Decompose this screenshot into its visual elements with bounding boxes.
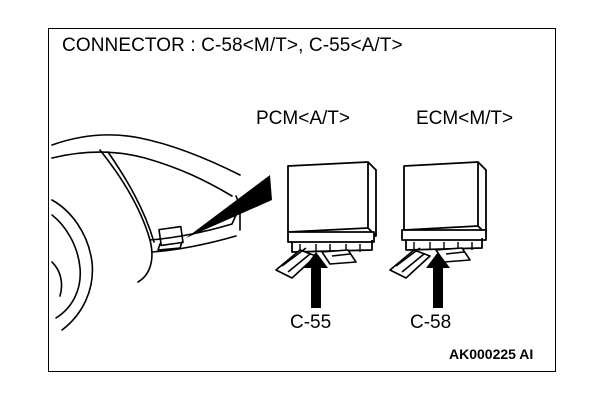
dashboard-drawing: [51, 134, 241, 331]
arrow-up-icon: [426, 252, 450, 308]
connector-c55-label: C-55: [290, 312, 332, 333]
connector-title: CONNECTOR : C-58<M/T>, C-55<A/T>: [62, 35, 403, 56]
connector-c58-label: C-58: [410, 312, 452, 333]
arrow-up-icon: [304, 252, 328, 308]
ecm-label: ECM<M/T>: [416, 108, 514, 129]
pcm-label: PCM<A/T>: [256, 108, 350, 129]
reference-code: AK000225 AI: [449, 346, 534, 362]
pcm-harness: [275, 247, 357, 279]
pointer-wedge: [186, 175, 272, 238]
ecm-module: [401, 161, 487, 251]
pcm-module: [287, 161, 377, 253]
